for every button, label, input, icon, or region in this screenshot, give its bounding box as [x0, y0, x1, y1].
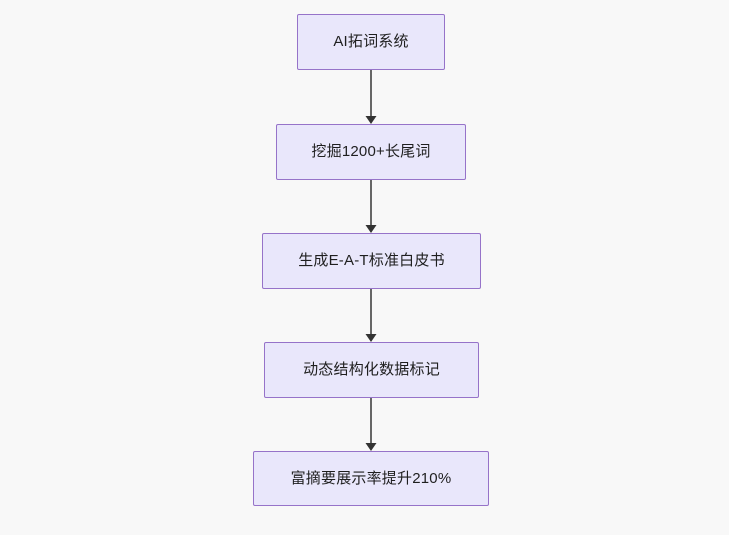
flow-node-n3[interactable]: 生成E-A-T标准白皮书: [262, 233, 481, 289]
flow-edge-n4-to-n5: [358, 398, 384, 451]
flow-edge-n1-to-n2: [358, 70, 384, 124]
flow-node-label: 富摘要展示率提升210%: [290, 469, 452, 487]
flow-node-label: 动态结构化数据标记: [303, 361, 440, 378]
edge-arrowhead: [365, 443, 377, 451]
flow-node-n4[interactable]: 动态结构化数据标记: [264, 342, 479, 398]
flow-node-label: 挖掘1200+长尾词: [311, 143, 431, 160]
edge-arrowhead: [365, 116, 377, 124]
flow-node-n2[interactable]: 挖掘1200+长尾词: [276, 124, 466, 180]
flow-edge-n3-to-n4: [358, 289, 384, 342]
flow-node-n1[interactable]: AI拓词系统: [297, 14, 445, 70]
flow-node-label: AI拓词系统: [333, 33, 409, 50]
edge-arrowhead: [365, 334, 377, 342]
flow-edge-n2-to-n3: [358, 180, 384, 233]
flow-node-n5[interactable]: 富摘要展示率提升210%: [253, 451, 489, 506]
edge-arrowhead: [365, 225, 377, 233]
flow-node-label: 生成E-A-T标准白皮书: [298, 252, 445, 269]
